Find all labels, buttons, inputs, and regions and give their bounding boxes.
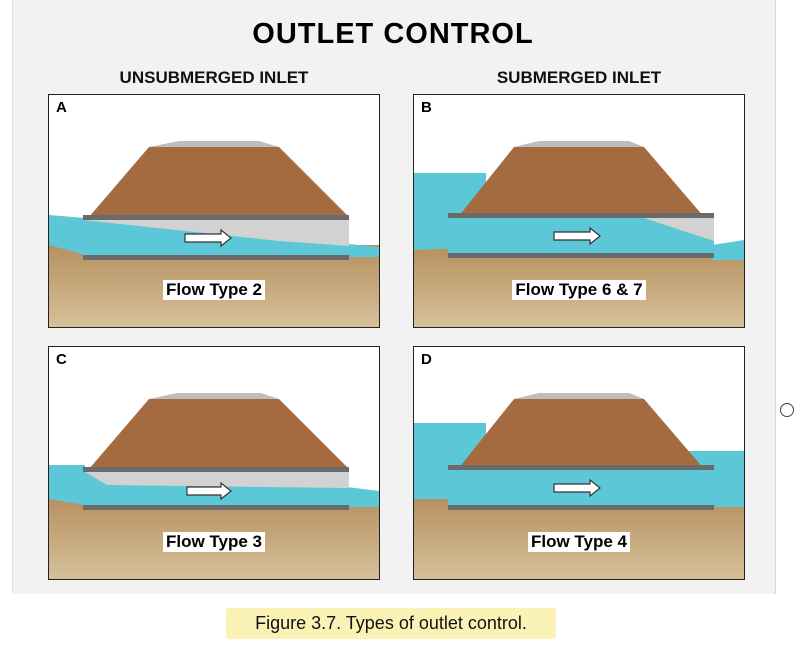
culvert-top-wall xyxy=(448,465,714,470)
circle-handle-icon xyxy=(780,403,794,417)
culvert-bottom-wall xyxy=(83,255,349,260)
embankment xyxy=(89,399,349,469)
culvert-air-gap xyxy=(85,472,349,488)
culvert-bottom-wall xyxy=(448,505,714,510)
culvert-bottom-wall xyxy=(83,505,349,510)
tailwater xyxy=(347,487,379,507)
culvert-top-wall xyxy=(83,467,349,472)
flow-arrow xyxy=(186,481,232,501)
panel-letter: C xyxy=(56,351,67,368)
culvert-bottom-wall xyxy=(448,253,714,258)
figure-title: OUTLET CONTROL xyxy=(252,18,534,50)
tailwater xyxy=(712,240,744,260)
road-surface xyxy=(149,141,279,147)
road-surface xyxy=(514,141,644,147)
headwater xyxy=(49,465,85,505)
panel-c-unsubmerged-flow-type-3: C Flow Type 3 xyxy=(48,346,380,580)
culvert-air-gap xyxy=(644,218,714,241)
road-surface xyxy=(514,393,644,399)
culvert-air-gap xyxy=(83,220,349,246)
headwater xyxy=(49,215,85,255)
tailwater xyxy=(349,244,379,257)
flow-arrow xyxy=(184,228,232,248)
figure-caption: Figure 3.7. Types of outlet control. xyxy=(226,608,556,639)
flow-type-label: Flow Type 4 xyxy=(527,532,631,552)
panel-a-unsubmerged-flow-type-2: A Flow Type 2 xyxy=(48,94,380,328)
panel-letter: B xyxy=(421,99,432,116)
panel-b-submerged-flow-type-6-7: B Flow Type 6 & 7 xyxy=(413,94,745,328)
culvert-top-wall xyxy=(83,215,349,220)
panel-letter: A xyxy=(56,99,67,116)
embankment xyxy=(89,147,349,217)
flow-arrow xyxy=(553,226,601,246)
flow-type-label: Flow Type 2 xyxy=(162,280,266,300)
panel-letter: D xyxy=(421,351,432,368)
embankment xyxy=(458,147,704,217)
panel-d-submerged-flow-type-4: D Flow Type 4 xyxy=(413,346,745,580)
flow-type-label: Flow Type 6 & 7 xyxy=(512,280,646,300)
embankment xyxy=(458,399,704,469)
culvert-top-wall xyxy=(448,213,714,218)
flow-arrow xyxy=(553,478,601,498)
flow-type-label: Flow Type 3 xyxy=(162,532,266,552)
column-heading-unsubmerged: UNSUBMERGED INLET xyxy=(119,68,309,87)
road-surface xyxy=(149,393,279,399)
column-heading-submerged: SUBMERGED INLET xyxy=(496,68,662,87)
culvert-diagram-c xyxy=(49,393,379,579)
culvert-diagram-b xyxy=(414,141,744,327)
